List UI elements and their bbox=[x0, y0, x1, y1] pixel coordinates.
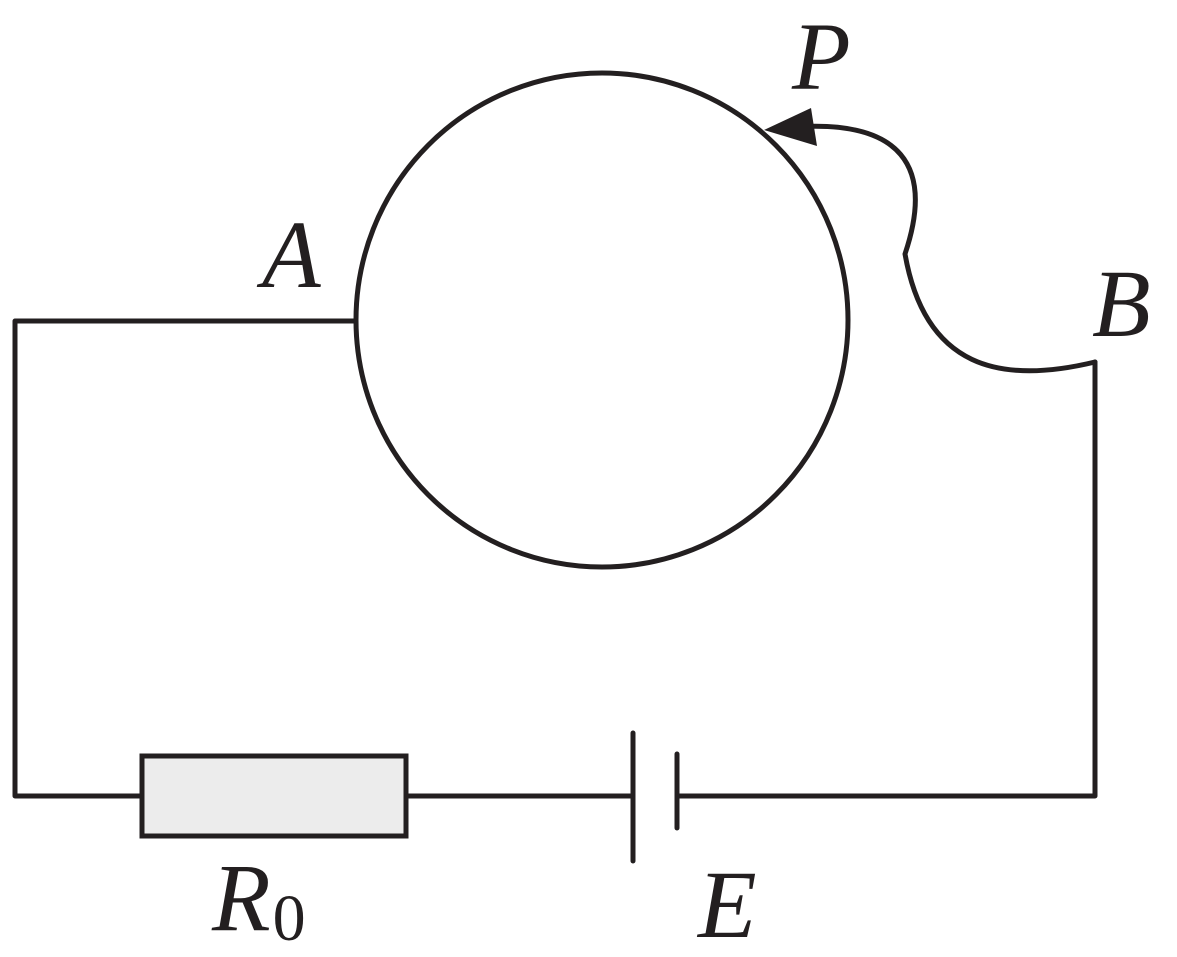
slider-lead-wire bbox=[792, 123, 1098, 374]
label-r0-subscript: 0 bbox=[273, 882, 306, 955]
slider-arrowhead bbox=[764, 108, 817, 146]
label-e: E bbox=[696, 851, 757, 957]
right-wire bbox=[674, 359, 1098, 799]
resistor-r0 bbox=[139, 753, 409, 839]
label-b: B bbox=[1092, 250, 1151, 357]
left-wire bbox=[12, 318, 358, 799]
circular-wire bbox=[353, 70, 851, 570]
label-p: P bbox=[791, 3, 851, 110]
label-r0-letter: R bbox=[211, 844, 271, 951]
label-a: A bbox=[256, 201, 321, 308]
label-r0: R0 bbox=[211, 844, 306, 955]
